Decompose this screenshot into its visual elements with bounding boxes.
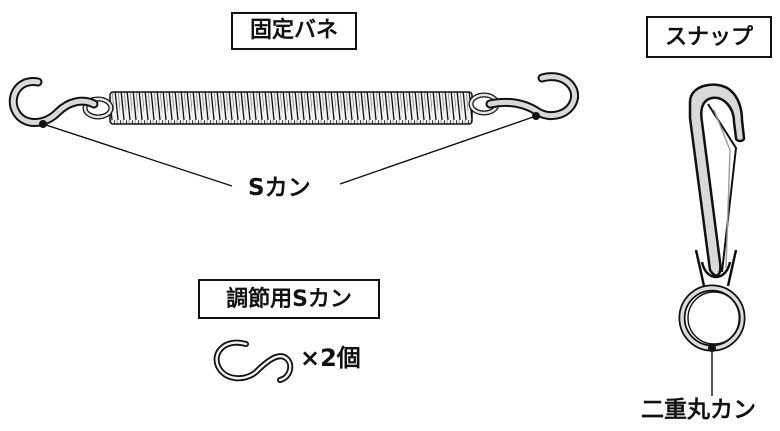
double-ring-leader xyxy=(708,344,716,396)
double-ring-label: 二重丸カン xyxy=(641,397,756,423)
adjust-s-hook-icon xyxy=(213,339,294,383)
adjust-s-hook-label: 調節用Sカン xyxy=(198,279,380,319)
fixed-spring-label: 固定バネ xyxy=(231,12,357,50)
spring-coil xyxy=(109,91,473,125)
left-link-ring xyxy=(82,96,114,120)
right-s-hook xyxy=(485,72,580,120)
snap-label: スナップ xyxy=(646,16,772,58)
left-s-hook xyxy=(8,77,99,127)
s-hook-label: Sカン xyxy=(248,175,311,201)
snap-hook xyxy=(688,83,746,287)
double-ring xyxy=(678,284,746,352)
s-hook-leader-lines xyxy=(39,112,540,187)
quantity-label: ×2個 xyxy=(300,344,361,372)
